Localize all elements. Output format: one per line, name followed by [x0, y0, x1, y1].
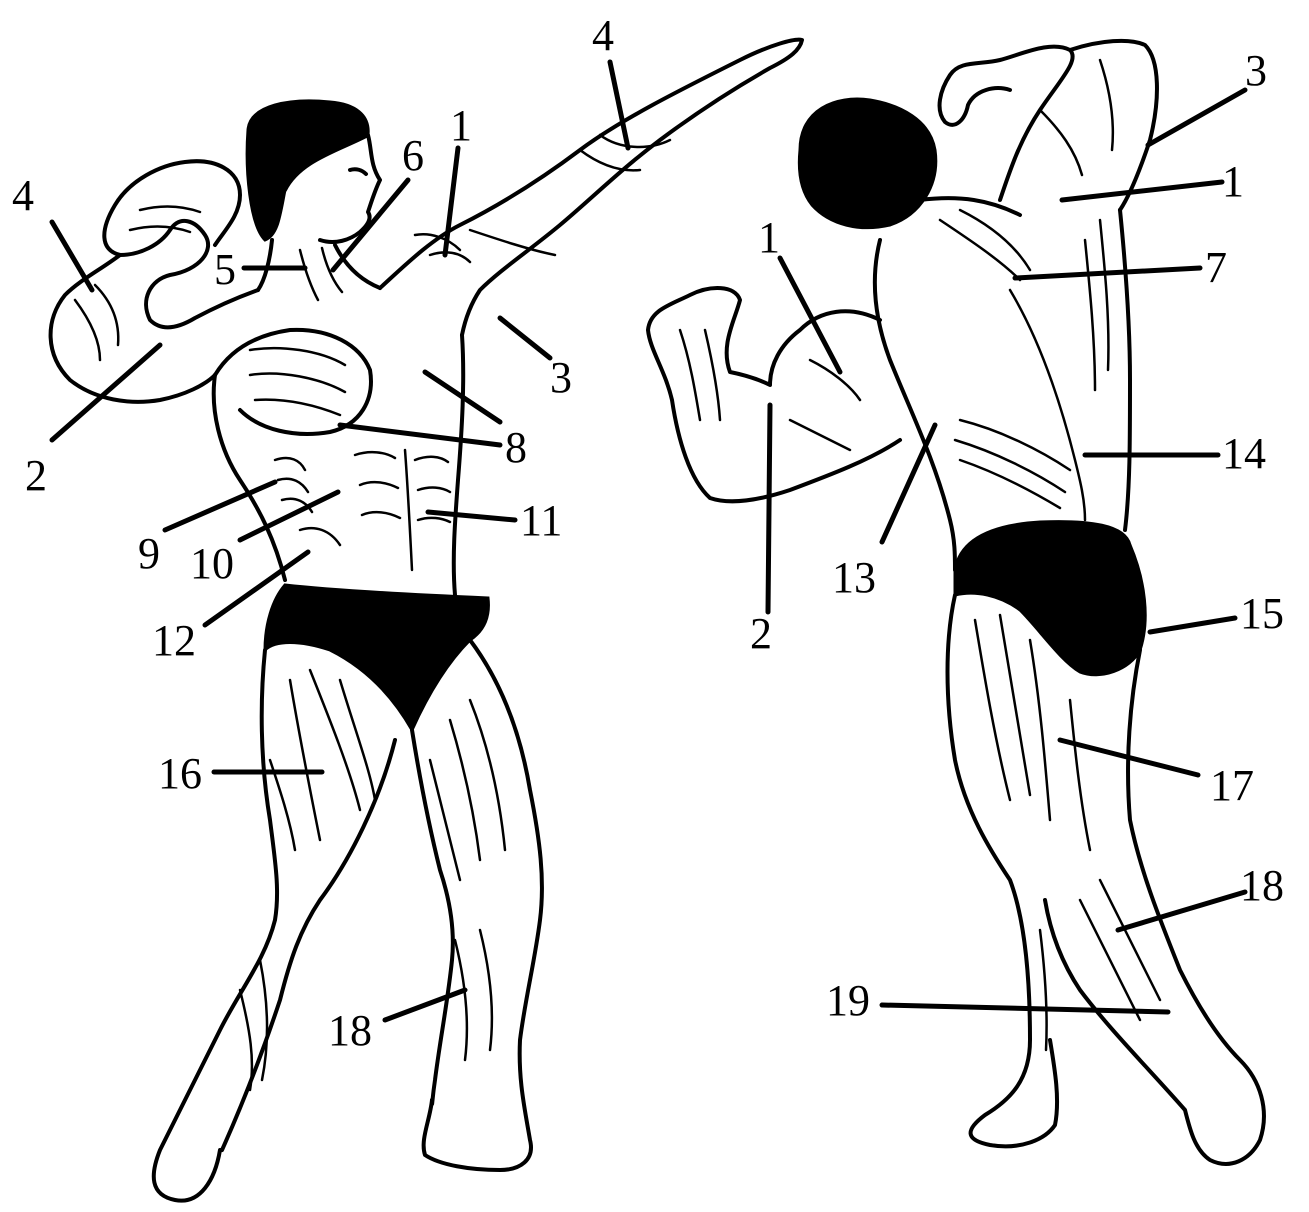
back-left-leg	[948, 595, 1058, 1146]
label-f2: 2	[25, 451, 47, 500]
front-briefs	[265, 585, 488, 730]
back-torso	[1120, 210, 1130, 530]
label-f8: 8	[505, 423, 527, 472]
back-bent-arm	[648, 288, 900, 501]
label-b18: 18	[1240, 861, 1284, 910]
front-left-leg	[154, 650, 277, 1201]
label-f4a: 4	[12, 171, 34, 220]
label-f12: 12	[152, 616, 196, 665]
label-f1: 1	[450, 101, 472, 150]
label-b15: 15	[1240, 589, 1284, 638]
label-f9: 9	[138, 529, 160, 578]
label-b7: 7	[1205, 243, 1227, 292]
front-right-leg	[424, 640, 542, 1170]
label-f6: 6	[402, 131, 424, 180]
label-f18: 18	[328, 1006, 372, 1055]
front-torso	[454, 335, 463, 595]
label-f10: 10	[190, 539, 234, 588]
label-b17: 17	[1210, 761, 1254, 810]
label-b13: 13	[832, 553, 876, 602]
label-b14: 14	[1222, 429, 1266, 478]
label-f4b: 4	[592, 11, 614, 60]
label-b19: 19	[826, 976, 870, 1025]
front-outstretched-arm	[380, 40, 802, 335]
back-briefs	[955, 522, 1145, 675]
label-b2: 2	[750, 609, 772, 658]
label-b1b: 1	[758, 213, 780, 262]
label-f16: 16	[158, 749, 202, 798]
label-b3: 3	[1245, 46, 1267, 95]
label-f5: 5	[214, 245, 236, 294]
back-head	[799, 99, 935, 228]
label-b1a: 1	[1222, 157, 1244, 206]
back-figure	[648, 41, 1264, 1164]
label-f11: 11	[520, 496, 562, 545]
label-f3: 3	[550, 353, 572, 402]
